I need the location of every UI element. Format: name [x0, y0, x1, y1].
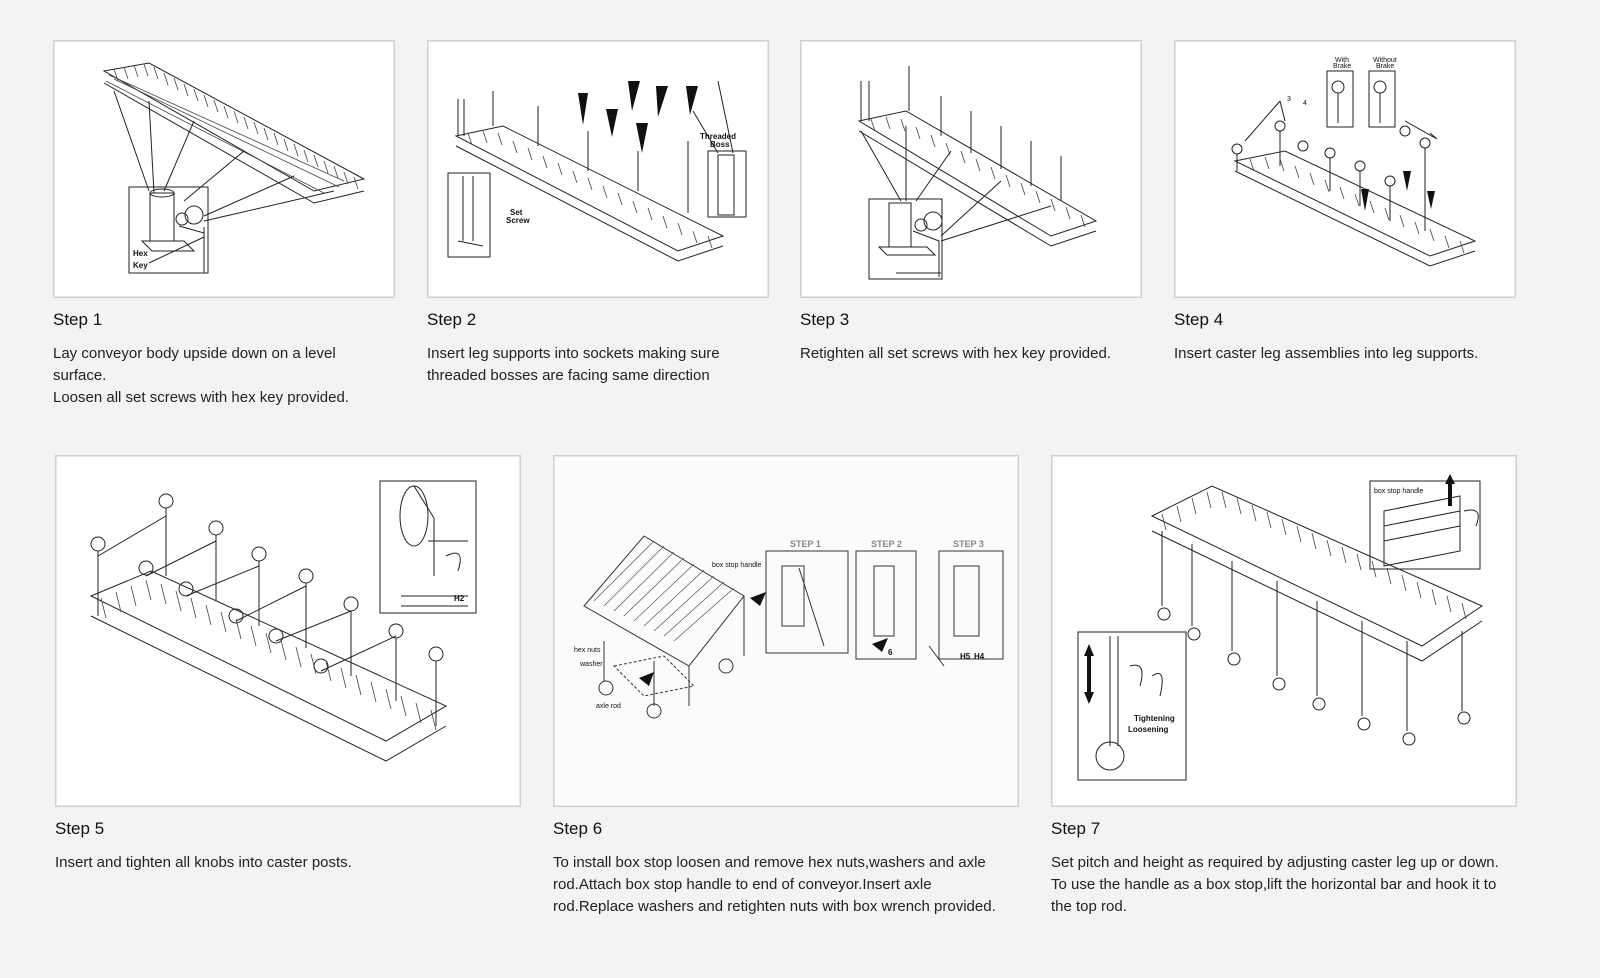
step-4-description: Insert caster leg assemblies into leg su…: [1174, 343, 1514, 365]
step-2-title: Step 2: [427, 310, 477, 329]
box-stop-handle-label: box stop handle: [712, 562, 762, 569]
description-line: To use the handle as a box stop,lift the…: [1051, 876, 1497, 893]
without-label: Without: [1373, 57, 1397, 64]
step-4-title: Step 4: [1174, 310, 1224, 329]
step-7-title: Step 7: [1051, 819, 1101, 838]
key-label: Key: [133, 261, 148, 270]
inset-step-3-label: STEP 3: [953, 539, 984, 549]
screw-label: Screw: [506, 216, 530, 225]
tightening-label: Tightening: [1134, 714, 1175, 723]
number-3-label: 3: [1287, 96, 1291, 103]
description-line: threaded bosses are facing same directio…: [427, 367, 710, 384]
step-7-illustration: box stop handle Tightening Loosening: [1051, 455, 1517, 807]
step-1-illustration: Hex Key: [53, 40, 395, 298]
description-line: Insert and tighten all knobs into caster…: [55, 854, 352, 871]
with-brake-label: Brake: [1333, 63, 1351, 70]
step-7-description: Set pitch and height as required by adju…: [1051, 852, 1531, 918]
step-1-description: Lay conveyor body upside down on a level…: [53, 343, 393, 409]
threaded-label: Threaded: [700, 132, 736, 141]
with-label: With: [1335, 57, 1349, 64]
washer-label: washer: [579, 661, 603, 668]
description-line: To install box stop loosen and remove he…: [553, 854, 986, 871]
description-line: Insert caster leg assemblies into leg su…: [1174, 345, 1479, 362]
step-3-description: Retighten all set screws with hex key pr…: [800, 343, 1140, 365]
step-3-illustration: [800, 40, 1142, 298]
description-line: surface.: [53, 367, 107, 384]
step-1-title: Step 1: [53, 310, 103, 329]
h5-label: H5: [960, 652, 971, 661]
loosening-label: Loosening: [1128, 725, 1169, 734]
step-5-illustration: H2: [55, 455, 521, 807]
hex-nuts-label: hex nuts: [574, 647, 601, 654]
axle-rod-label: axle rod: [596, 703, 621, 710]
description-line: Insert leg supports into sockets making …: [427, 345, 720, 362]
step-3-title: Step 3: [800, 310, 850, 329]
without-brake-label: Brake: [1376, 63, 1394, 70]
description-line: Loosen all set screws with hex key provi…: [53, 389, 349, 406]
inset-step-1-label: STEP 1: [790, 539, 821, 549]
number-6-label: 6: [888, 648, 893, 657]
step-2-illustration: Threaded Boss Set Screw: [427, 40, 769, 298]
step-5-title: Step 5: [55, 819, 105, 838]
set-label: Set: [510, 208, 523, 217]
step-6-title: Step 6: [553, 819, 603, 838]
description-line: Retighten all set screws with hex key pr…: [800, 345, 1111, 362]
step-5-description: Insert and tighten all knobs into caster…: [55, 852, 519, 874]
description-line: Lay conveyor body upside down on a level: [53, 345, 336, 362]
h2-label: H2: [454, 594, 465, 603]
step-6-description: To install box stop loosen and remove he…: [553, 852, 1023, 918]
hex-label: Hex: [133, 249, 148, 258]
h4-label: H4: [974, 652, 985, 661]
number-4-label: 4: [1303, 100, 1307, 107]
step-2-description: Insert leg supports into sockets making …: [427, 343, 767, 387]
description-line: Set pitch and height as required by adju…: [1051, 854, 1499, 871]
step-4-illustration: With Brake Without Brake 3 4: [1174, 40, 1516, 298]
box-stop-handle-label: box stop handle: [1374, 488, 1424, 495]
boss-label: Boss: [710, 140, 730, 149]
description-line: rod.Attach box stop handle to end of con…: [553, 876, 932, 893]
description-line: the top rod.: [1051, 898, 1127, 915]
step-6-illustration: box stop handle hex nuts washer axle rod…: [553, 455, 1019, 807]
inset-step-2-label: STEP 2: [871, 539, 902, 549]
description-line: rod.Replace washers and retighten nuts w…: [553, 898, 996, 915]
